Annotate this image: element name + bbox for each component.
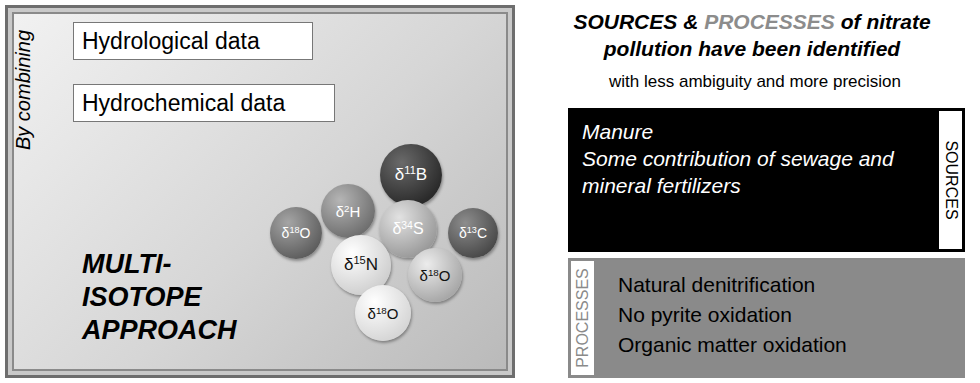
node-text: No pyrite oxidation bbox=[618, 300, 951, 330]
node-text: δ18O bbox=[420, 267, 451, 284]
node-text: δ13C bbox=[459, 225, 487, 241]
node-text: Natural denitrification bbox=[618, 270, 951, 300]
vertical-tag: SOURCES bbox=[937, 140, 964, 219]
node-text: Hydrochemical data bbox=[82, 90, 326, 117]
isotope-ball: δ13C bbox=[448, 208, 498, 258]
node-text: δ15N bbox=[344, 255, 378, 275]
isotope-ball: δ18O bbox=[408, 248, 462, 302]
node-text: Organic matter oxidation bbox=[618, 330, 951, 360]
node-text: δ18O bbox=[368, 305, 399, 322]
isotope-ball: δ18O bbox=[270, 207, 322, 259]
data-box: Hydrochemical data bbox=[73, 84, 335, 122]
approach-label: MULTI- ISOTOPE APPROACH bbox=[82, 248, 237, 347]
input-panel: By combining Hydrological dataHydrochemic… bbox=[5, 5, 515, 378]
node-text: Hydrological data bbox=[82, 28, 304, 55]
isotope-ball: δ2H bbox=[321, 184, 375, 238]
data-box: Hydrological data bbox=[73, 22, 313, 60]
sources-tag: SOURCES bbox=[938, 110, 963, 250]
node-text: Manure bbox=[582, 118, 925, 145]
isotope-ball: δ18O bbox=[355, 285, 411, 341]
node-text: δ18O bbox=[282, 225, 311, 241]
processes-box: Natural denitrificationNo pyrite oxidati… bbox=[568, 258, 965, 378]
subtitle: with less ambiguity and more precision bbox=[540, 72, 970, 92]
node-text: δ2H bbox=[336, 203, 361, 220]
sources-box: ManureSome contribution of sewage and mi… bbox=[568, 108, 965, 252]
vertical-label: By combining bbox=[12, 30, 35, 150]
processes-tag: PROCESSES bbox=[570, 260, 595, 376]
vertical-tag: PROCESSES bbox=[568, 268, 598, 368]
title: SOURCES & PROCESSES of nitrate pollution… bbox=[532, 8, 972, 62]
node-text: δ11B bbox=[395, 165, 427, 185]
node-text: δ34S bbox=[392, 220, 423, 238]
isotope-ball: δ11B bbox=[380, 144, 442, 206]
node-text: Some contribution of sewage and mineral … bbox=[582, 145, 925, 199]
